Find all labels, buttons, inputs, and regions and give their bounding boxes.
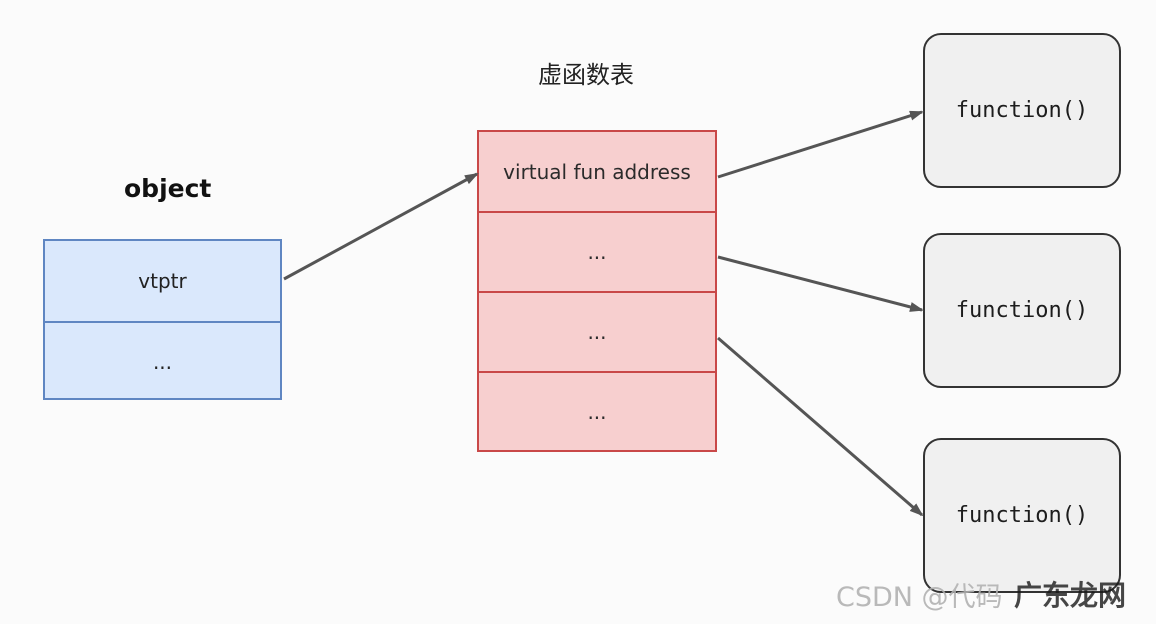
object-title: object	[124, 174, 212, 203]
function-box-3: function()	[923, 438, 1121, 593]
arrow-vtable-to-function-1	[717, 110, 924, 179]
function-box-1: function()	[923, 33, 1121, 188]
object-row-ellipsis: ...	[45, 321, 280, 400]
vtable-row-ellipsis-2: ...	[479, 291, 715, 371]
vtable-row-ellipsis-3: ...	[479, 371, 715, 451]
vtable-row-ellipsis-1: ...	[479, 211, 715, 291]
arrow-vtable-to-function-3	[717, 336, 924, 517]
vtable-title: 虚函数表	[538, 61, 634, 89]
watermark-text: CSDN @代码	[836, 582, 1003, 613]
arrow-object-to-vtable	[283, 172, 479, 281]
watermark-stamp: 广东龙网	[1013, 579, 1126, 612]
object-box: vtptr ...	[43, 239, 282, 400]
object-row-vtptr: vtptr	[138, 269, 187, 293]
vtable-row-address: virtual fun address	[503, 159, 691, 184]
arrow-vtable-to-function-2	[717, 255, 924, 312]
function-box-2: function()	[923, 233, 1121, 388]
virtual-function-table: virtual fun address ... ... ...	[477, 130, 717, 452]
